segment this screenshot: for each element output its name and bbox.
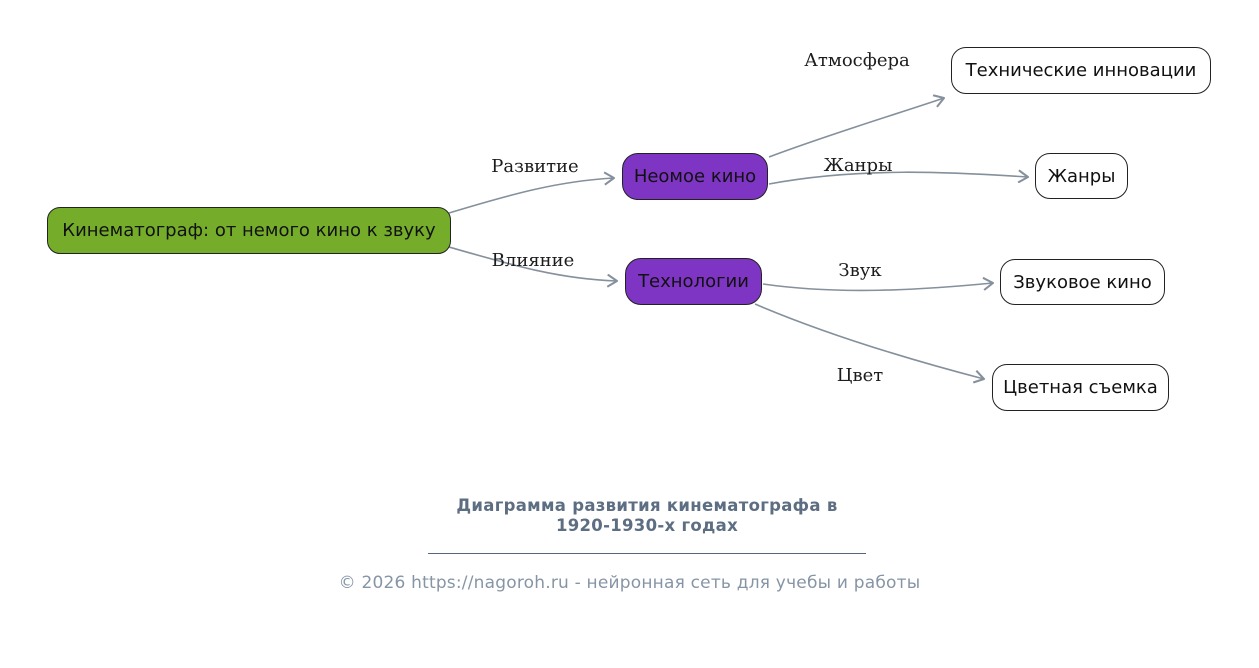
node-genres: Жанры — [1035, 153, 1128, 199]
footer-divider — [428, 553, 866, 554]
edge-label-atmosphere: Атмосфера — [804, 50, 910, 71]
edge-label-development: Развитие — [491, 156, 579, 177]
edge-root-to-tech — [448, 246, 617, 281]
edge-label-color: Цвет — [836, 365, 884, 386]
edge-label-genres: Жанры — [823, 155, 893, 176]
caption-line-1: Диаграмма развития кинематографа в — [456, 496, 838, 515]
edge-root-to-neomoe — [448, 178, 614, 214]
node-color-filming: Цветная съемка — [992, 364, 1169, 411]
edge-label-sound: Звук — [838, 260, 882, 281]
caption-line-2: 1920-1930-х годах — [555, 516, 739, 535]
copyright-text: © 2026 https://nagoroh.ru - нейронная се… — [338, 573, 921, 593]
edge-neomoe-to-zhanry — [768, 172, 1028, 185]
edge-neomoe-to-innov — [768, 98, 944, 158]
edge-label-influence: Влияние — [491, 250, 575, 271]
edge-tech-to-zvuk — [762, 283, 993, 292]
node-technologies: Технологии — [625, 258, 762, 305]
node-technical-innovations: Технические инновации — [951, 47, 1211, 94]
edge-tech-to-tsvet — [754, 303, 984, 379]
node-sound-cinema: Звуковое кино — [1000, 259, 1165, 305]
node-root-cinema: Кинематограф: от немого кино к звуку — [47, 207, 451, 254]
diagram-caption: Диаграмма развития кинематографа в 1920-… — [397, 496, 897, 536]
node-silent-cinema: Неомое кино — [622, 153, 768, 200]
